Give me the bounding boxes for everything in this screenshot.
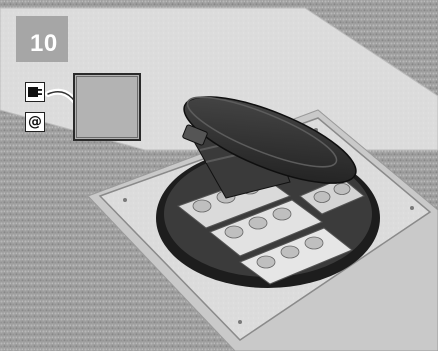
step-number: 10 xyxy=(30,30,58,58)
power-plug-icon xyxy=(25,82,45,102)
at-sign-icon: @ xyxy=(25,112,45,132)
cover-swatch xyxy=(73,73,141,141)
